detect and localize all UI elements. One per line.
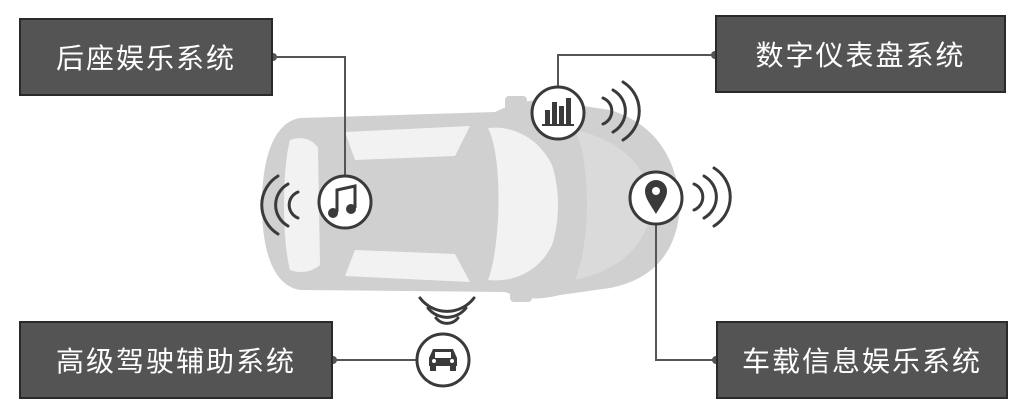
digital-cluster-label: 数字仪表盘系统 [715, 15, 1006, 93]
rear-entertainment-label: 后座娱乐系统 [19, 18, 273, 96]
car-rear-windshield [284, 138, 320, 273]
music-note-icon [317, 174, 373, 230]
car-roof-window-left [345, 126, 470, 160]
bar-chart-icon [530, 85, 586, 141]
signal-rear [260, 174, 300, 236]
connectors [273, 54, 716, 361]
car-icon [415, 332, 471, 388]
signal-ivi [692, 166, 732, 228]
mirror-top [505, 96, 527, 110]
signal-adas [418, 296, 476, 325]
car-hood [575, 130, 652, 280]
connector-ivi [655, 222, 716, 361]
connector-rear [273, 56, 346, 176]
map-pin-icon [628, 170, 684, 226]
car-silhouette [262, 96, 680, 302]
signal-cluster [601, 80, 641, 142]
car-roof-window-right [345, 250, 470, 282]
car-front-windshield [488, 127, 558, 281]
infotainment-label: 车载信息娱乐系统 [716, 321, 1008, 399]
connector-cluster [557, 54, 715, 88]
wireless-signal-icon [260, 80, 732, 325]
adas-label: 高级驾驶辅助系统 [19, 321, 333, 399]
mirror-bottom [510, 288, 532, 302]
